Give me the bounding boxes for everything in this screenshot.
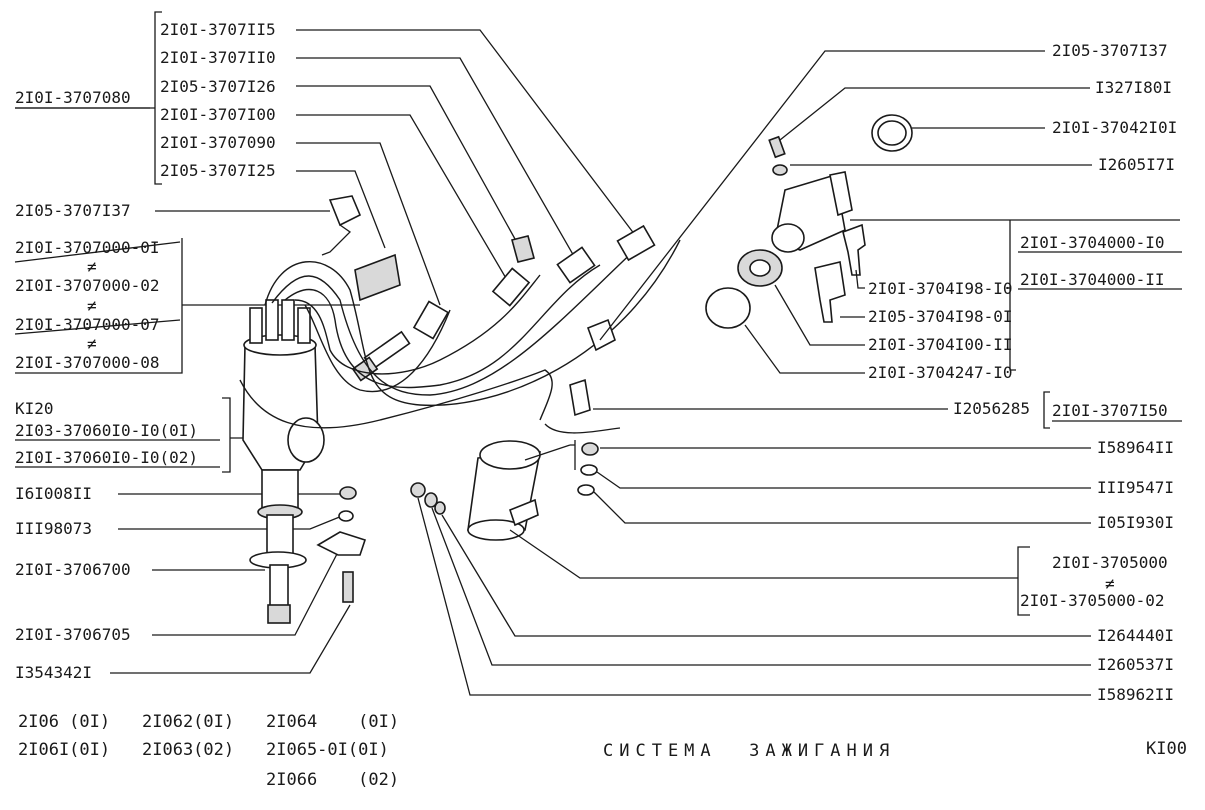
model-2-1: 2I06I(0I) [18,740,110,760]
page-title: СИСТЕМА ЗАЖИГАНИЯ [603,741,895,761]
key-1-part [842,223,866,276]
clip-right-part [586,318,616,352]
ignition-coil [467,440,541,541]
retainer-part [705,287,751,329]
wire-label-1: 2I0I-3707II5 [160,20,276,39]
wire-leaders [296,29,636,306]
coil-variant-2: 2I0I-3705000-02 [1020,591,1165,610]
model-1-1: 2I06 (0I) [18,712,110,732]
coil-nut-label: I58964II [1097,438,1174,457]
model-1-2: 2I062(0I) [142,712,234,732]
stud-part [342,571,354,603]
key-2-part [814,261,846,323]
not-equal-1: ≠ [87,257,97,276]
switch-group-2: 2I0I-3704000-II [1020,270,1165,289]
retainer-label: 2I0I-3704247-I0 [868,363,1013,382]
spring-washer-2-part [424,492,438,508]
hv-wires [239,239,681,429]
coil-spring-washer-label: I05I930I [1097,513,1174,532]
wire-set-label: 2I0I-3707080 [15,88,131,107]
model-2-3: 2I065-0I(0I) [266,740,389,760]
plug-label: I2056285 [953,399,1030,418]
model-2-2: 2I063(02) [142,740,234,760]
spark-plug [351,330,411,382]
ignition-switch [771,171,853,253]
wire-label-6: 2I05-3707I25 [160,161,276,180]
coil-variant-1: 2I0I-3705000 [1052,553,1168,572]
wire-label-5: 2I0I-3707090 [160,133,276,152]
distributor-variant-3: 2I0I-3707000-07 [15,315,160,334]
distributor-variant-1: 2I0I-3707000-0I [15,238,160,257]
distributor-group-2: 2I03-37060I0-I0(0I) [15,421,198,440]
nut-2-part [410,482,426,498]
plug-part [569,378,591,417]
ring-label: 2I0I-37042I0I [1052,118,1177,137]
washer-2-part [434,501,446,515]
washer-label: III98073 [15,519,92,538]
clamp-label: 2I0I-3706705 [15,625,131,644]
switch-body-part [737,249,783,287]
distributor-group-1: KI20 [15,399,54,418]
nut-2-label: I58962II [1097,685,1174,704]
wire-label-2: 2I0I-3707II0 [160,48,276,67]
right-clip-label: 2I05-3707I37 [1052,41,1168,60]
washer-2-label: I264440I [1097,626,1174,645]
switch-body-label: 2I0I-3704I00-II [868,335,1013,354]
distributor-variant-4: 2I0I-3707000-08 [15,353,160,372]
wire-label-3: 2I05-3707I26 [160,77,276,96]
gasket-label: 2I0I-3706700 [15,560,131,579]
coil-nut-part [581,442,599,456]
stud-label: I354342I [15,663,92,682]
hv-wire-label: 2I0I-3707I50 [1052,401,1168,420]
spring-washer-2-label: I260537I [1097,655,1174,674]
wire-boots [412,224,656,340]
coil-washer-part [580,464,598,476]
wire-label-4: 2I0I-3707I00 [160,105,276,124]
page-code: KI00 [1146,739,1187,759]
model-3-3: 2I066 (02) [266,770,399,790]
coil-spring-washer-part [577,484,595,496]
nut-part [339,486,357,500]
distributor-variant-2: 2I0I-3707000-02 [15,276,160,295]
nut-label: I6I008II [15,484,92,503]
left-clip-label: 2I05-3707I37 [15,201,131,220]
model-1-3: 2I064 (0I) [266,712,399,732]
clamp-part [316,531,367,556]
not-equal-2: ≠ [87,296,97,315]
key-1-label: 2I0I-3704I98-I0 [868,279,1013,298]
switch-group-1: 2I0I-3704000-I0 [1020,233,1165,252]
key-2-label: 2I05-3704I98-0I [868,307,1013,326]
connector-block [354,253,401,302]
lock-washer-part [772,164,788,176]
not-equal-coil: ≠ [1105,574,1115,593]
distributor [242,299,325,624]
not-equal-3: ≠ [87,334,97,353]
screw-part [768,135,786,159]
distributor-group-3: 2I0I-37060I0-I0(02) [15,448,198,467]
screw-label: I327I80I [1095,78,1172,97]
lock-washer-label: I2605I7I [1098,155,1175,174]
clip-left-part [328,195,362,227]
washer-part [338,510,354,522]
coil-washer-label: III9547I [1097,478,1174,497]
